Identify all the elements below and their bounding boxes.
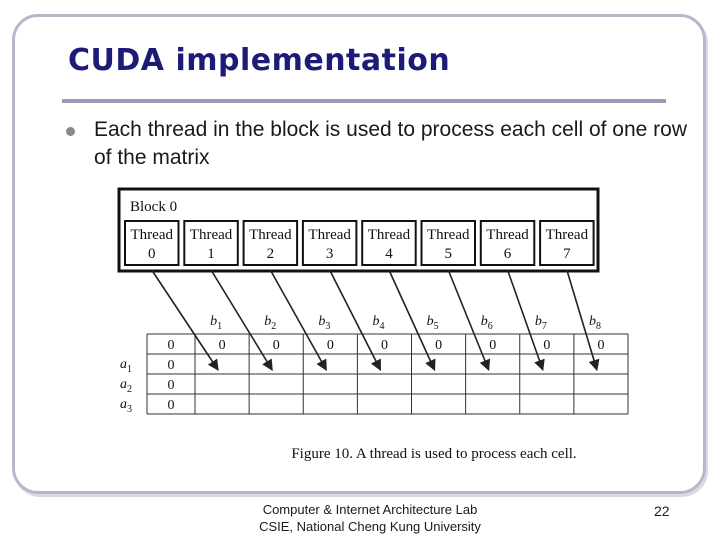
footer-university: CSIE, National Cheng Kung University: [259, 519, 481, 534]
cell-value: 0: [168, 398, 175, 413]
thread-box-6: Thread 6: [479, 220, 536, 266]
thread-arrow-0: [151, 269, 219, 371]
row-label-a3: a3: [120, 397, 132, 415]
thread-number: 7: [563, 246, 571, 262]
column-header-b3: b3: [318, 314, 330, 332]
cell-value: 0: [489, 338, 496, 353]
column-header-b1: b1: [210, 314, 222, 332]
block-0-panel: Block 0Thread0Thread1Thread2Thread3Threa…: [117, 187, 600, 273]
thread-box-3: Thread 3: [301, 220, 358, 266]
cell-value: 0: [168, 338, 175, 353]
thread-arrow-7: [566, 269, 600, 372]
bullet-icon: [66, 127, 75, 136]
footer: Computer & Internet Architecture Lab CSI…: [210, 501, 530, 535]
title-underline: [62, 99, 666, 103]
thread-arrow-2: [269, 269, 328, 371]
thread-number: 3: [326, 246, 334, 262]
cell-value: 0: [597, 338, 604, 353]
matrix-grid: b1 b2 b3 b4 b5 b6 b7 b8 a1 a2 a3 0 0 0 0 0 0 0 0 0 0 0 0: [120, 314, 629, 415]
cell-value: 0: [543, 338, 550, 353]
thread-box-1: Thread 1: [183, 220, 239, 266]
thread-box-0: Thread 0: [124, 220, 180, 266]
cell-value: 0: [219, 338, 226, 353]
thread-label: Thread: [308, 227, 351, 243]
thread-arrows: [151, 269, 600, 372]
thread-number: 4: [385, 246, 393, 262]
thread-label: Thread: [249, 227, 292, 243]
slide-title: CUDA implementation: [68, 43, 451, 78]
cell-value: 0: [327, 338, 334, 353]
page-number: 22: [654, 503, 670, 519]
figure-caption: Figure 10. A thread is used to process e…: [291, 446, 576, 462]
thread-matrix-figure: Block 0Thread0Thread1Thread2Thread3Threa…: [117, 187, 629, 462]
thread-number: 6: [504, 246, 512, 262]
column-header-b2: b2: [264, 314, 276, 332]
footer-lab-name: Computer & Internet Architecture Lab: [262, 502, 478, 517]
thread-label: Thread: [131, 227, 174, 243]
thread-number: 2: [267, 246, 275, 262]
bullet-text: Each thread in the block is used to proc…: [94, 118, 688, 169]
thread-label: Thread: [546, 227, 589, 243]
cell-value: 0: [168, 378, 175, 393]
thread-label: Thread: [486, 227, 529, 243]
thread-label: Thread: [368, 227, 411, 243]
column-header-b8: b8: [589, 314, 601, 332]
thread-number: 1: [207, 246, 215, 262]
thread-label: Thread: [427, 227, 470, 243]
cell-value: 0: [168, 358, 175, 373]
cell-value: 0: [435, 338, 442, 353]
cell-value: 0: [381, 338, 388, 353]
thread-arrow-4: [388, 269, 436, 372]
thread-number: 0: [148, 246, 156, 262]
thread-arrow-5: [447, 269, 491, 372]
thread-arrow-6: [506, 269, 545, 372]
slide-frame: [12, 14, 706, 494]
thread-box-5: Thread 5: [420, 220, 476, 266]
column-header-b4: b4: [372, 314, 384, 332]
column-header-b6: b6: [481, 314, 493, 332]
thread-box-4: Thread 4: [361, 220, 417, 266]
block-label: Block 0: [130, 199, 177, 215]
row-label-a1: a1: [120, 357, 132, 375]
column-header-b7: b7: [535, 314, 547, 332]
thread-number: 5: [445, 246, 453, 262]
thread-arrow-3: [328, 269, 382, 371]
column-header-b5: b5: [427, 314, 439, 332]
thread-arrow-1: [210, 269, 273, 371]
cell-value: 0: [273, 338, 280, 353]
row-label-a2: a2: [120, 377, 132, 395]
thread-label: Thread: [190, 227, 233, 243]
thread-box-2: Thread 2: [242, 220, 299, 266]
thread-box-7: Thread 7: [539, 220, 595, 266]
